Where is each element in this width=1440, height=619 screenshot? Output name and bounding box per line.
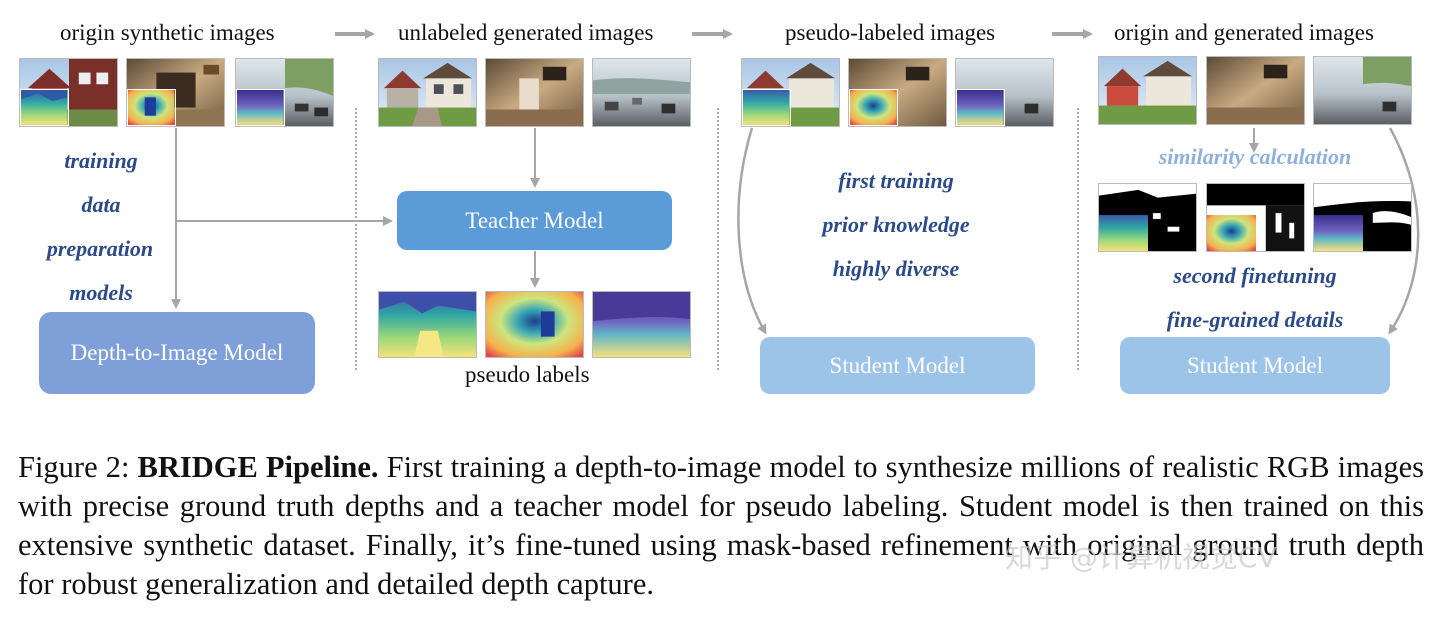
arrow-to-student-finetune <box>1388 127 1420 335</box>
depth-map-icon <box>742 89 791 126</box>
label-data: data <box>81 192 121 217</box>
label-highly-diverse: highly diverse <box>832 256 960 281</box>
teacher-model-box: Teacher Model <box>397 191 672 250</box>
student-model-box-finetuned: Student Model <box>1120 337 1390 394</box>
thumb-house-mixed <box>1098 56 1197 125</box>
thumb-road-mixed <box>1313 56 1412 125</box>
mask-icon <box>1099 184 1196 251</box>
thumb-room-pseudo-labeled <box>848 58 947 127</box>
student-model-box-first: Student Model <box>760 337 1035 394</box>
stage-title-pseudo-labeled: pseudo-labeled images <box>785 20 996 45</box>
label-preparation: preparation <box>46 236 154 261</box>
stage-title-origin-synthetic: origin synthetic images <box>60 20 275 45</box>
mask-road <box>1313 183 1412 252</box>
stage-separator-2 <box>717 108 719 370</box>
pseudo-label-road <box>592 291 691 358</box>
road-scene-icon <box>593 59 690 126</box>
thumb-room-mixed <box>1206 56 1305 125</box>
thumb-house-pseudo-labeled <box>741 58 840 127</box>
thumb-house-generated <box>378 58 477 127</box>
depth-map-icon <box>849 89 898 126</box>
label-fine-grained-details: fine-grained details <box>1166 307 1344 332</box>
depth-map-icon <box>127 89 176 126</box>
stage-separator-3 <box>1077 108 1079 370</box>
stage-title-unlabeled-generated: unlabeled generated images <box>398 20 654 45</box>
thumb-road-generated <box>592 58 691 127</box>
depth-map-icon <box>20 89 69 126</box>
mask-house <box>1098 183 1197 252</box>
thumb-room-synthetic <box>126 58 225 127</box>
label-prior-knowledge: prior knowledge <box>822 212 970 237</box>
thumb-road-pseudo-labeled <box>955 58 1054 127</box>
thumb-road-synthetic <box>235 58 334 127</box>
label-training: training <box>64 148 138 173</box>
caption-prefix: Figure 2: <box>18 450 138 484</box>
room-scene-icon <box>1207 57 1304 124</box>
stage-title-origin-and-generated: origin and generated images <box>1114 20 1374 45</box>
thumb-room-generated <box>485 58 584 127</box>
depth-map-icon <box>956 89 1005 126</box>
room-scene-icon <box>486 59 583 126</box>
caption-bold-title: BRIDGE Pipeline. <box>137 450 379 484</box>
house-scene-icon <box>1099 57 1196 124</box>
pseudo-labels-caption: pseudo labels <box>465 362 590 387</box>
watermark-text: 知乎 @计算机视觉CV <box>1005 541 1277 574</box>
depth-map-icon <box>379 292 476 357</box>
pseudo-label-room <box>485 291 584 358</box>
arrow-pseudo-to-student <box>737 127 767 335</box>
figure-caption: Figure 2: BRIDGE Pipeline. First trainin… <box>18 448 1424 604</box>
caption-body: First training a depth-to-image model to… <box>18 450 1425 601</box>
house-scene-icon <box>379 59 476 126</box>
label-similarity-calculation: similarity calculation <box>1158 144 1352 169</box>
depth-map-icon <box>486 292 583 357</box>
mask-icon <box>1207 184 1304 251</box>
pseudo-label-house <box>378 291 477 358</box>
mask-room <box>1206 183 1305 252</box>
label-second-finetuning: second finetuning <box>1173 263 1337 288</box>
thumb-house-synthetic <box>19 58 118 127</box>
stage-separator-1 <box>355 108 357 370</box>
flow-arrows <box>171 29 1420 335</box>
depth-map-icon <box>593 292 690 357</box>
road-scene-icon <box>1314 57 1411 124</box>
mask-icon <box>1314 184 1411 251</box>
label-models: models <box>69 280 133 305</box>
depth-map-icon <box>236 89 285 126</box>
label-first-training: first training <box>838 168 954 193</box>
depth-to-image-model-box: Depth-to-Image Model <box>39 312 315 394</box>
